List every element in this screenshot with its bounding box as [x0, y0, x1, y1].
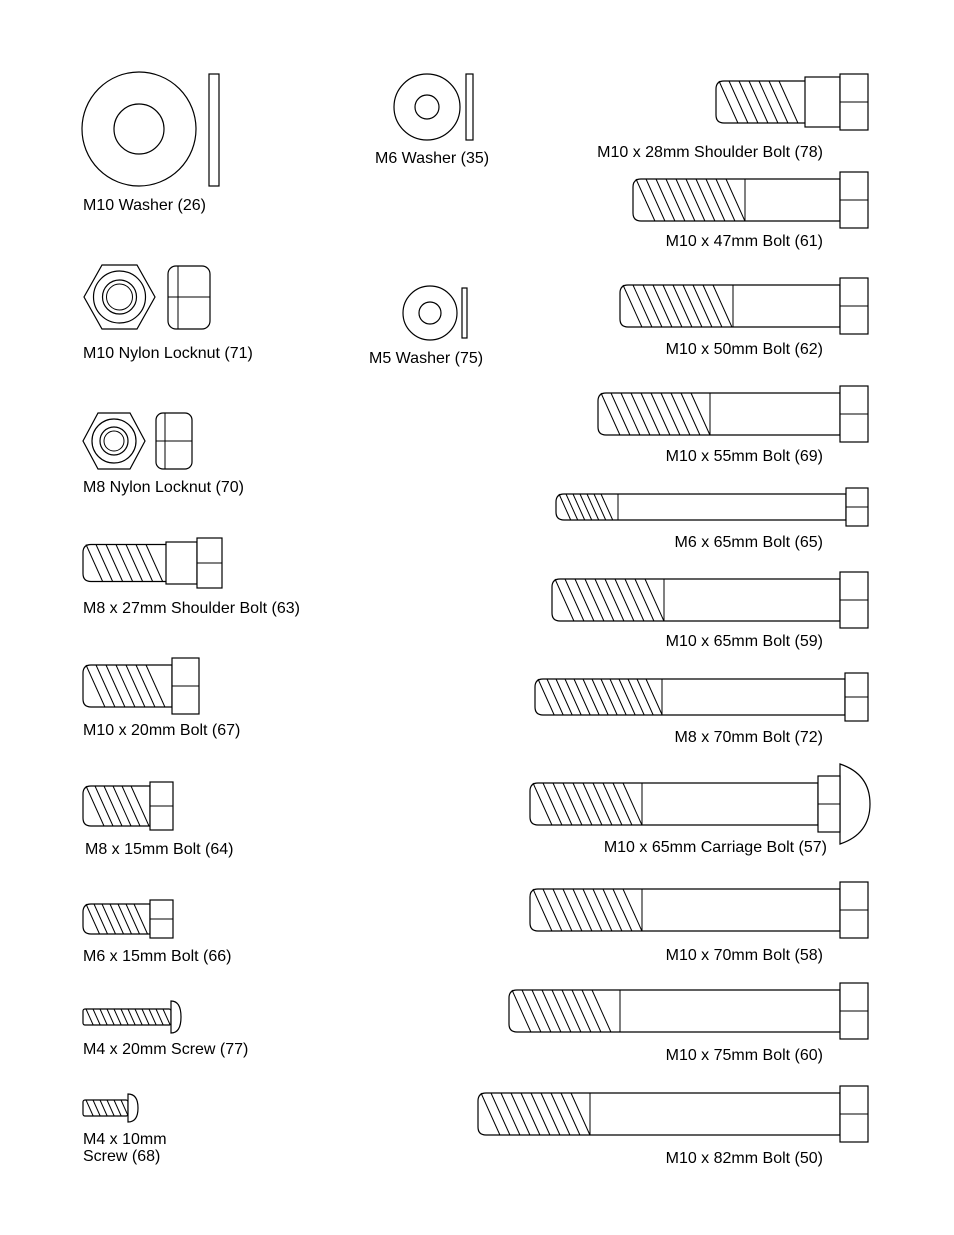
- bolt-67-label: M10 x 20mm Bolt (67): [83, 722, 241, 739]
- screw-68-label-line1: M4 x 10mm: [83, 1131, 167, 1148]
- bolt-69-label: M10 x 55mm Bolt (69): [665, 448, 823, 465]
- bolt-61-drawing: [632, 171, 869, 229]
- bolt-67-drawing: [82, 657, 200, 715]
- bolt-62-drawing: [619, 277, 869, 335]
- locknut-71-drawing: [83, 264, 211, 330]
- locknut-71-label: M10 Nylon Locknut (71): [83, 345, 253, 362]
- washer-26-drawing: [81, 71, 220, 187]
- bolt-63-drawing: [82, 537, 223, 589]
- bolt-66-drawing: [82, 899, 174, 939]
- screw-68-label-line2: Screw (68): [83, 1148, 161, 1165]
- locknut-70-drawing: [82, 412, 193, 470]
- locknut-70-label: M8 Nylon Locknut (70): [83, 479, 244, 496]
- bolt-57-drawing: [529, 763, 871, 845]
- bolt-78-drawing: [715, 73, 869, 131]
- bolt-72-drawing: [534, 672, 869, 722]
- bolt-72-label: M8 x 70mm Bolt (72): [674, 729, 823, 746]
- bolt-57-label: M10 x 65mm Carriage Bolt (57): [603, 839, 827, 856]
- screw-77-label: M4 x 20mm Screw (77): [83, 1041, 249, 1058]
- washer-35-label: M6 Washer (35): [375, 150, 490, 167]
- bolt-58-drawing: [529, 881, 869, 939]
- washer-75-drawing: [402, 285, 468, 341]
- screw-77-drawing: [82, 1000, 182, 1034]
- bolt-61-label: M10 x 47mm Bolt (61): [665, 233, 823, 250]
- bolt-50-label: M10 x 82mm Bolt (50): [665, 1150, 823, 1167]
- bolt-65-drawing: [555, 487, 869, 527]
- washer-75-label: M5 Washer (75): [369, 350, 484, 367]
- bolt-drawings: [82, 73, 871, 1143]
- bolt-69-drawing: [597, 385, 869, 443]
- bolt-78-label: M10 x 28mm Shoulder Bolt (78): [597, 144, 823, 161]
- washer-35-drawing: [393, 73, 474, 141]
- bolt-63-label: M8 x 27mm Shoulder Bolt (63): [83, 600, 300, 617]
- bolt-60-drawing: [508, 982, 869, 1040]
- bolt-50-drawing: [477, 1085, 869, 1143]
- bolt-58-label: M10 x 70mm Bolt (58): [665, 947, 823, 964]
- bolt-62-label: M10 x 50mm Bolt (62): [665, 341, 823, 358]
- washer-26-label: M10 Washer (26): [83, 197, 206, 214]
- screw-68-drawing: [82, 1093, 139, 1123]
- bolt-59-label: M10 x 65mm Bolt (59): [665, 633, 823, 650]
- bolt-64-label: M8 x 15mm Bolt (64): [85, 841, 234, 858]
- bolt-65-label: M6 x 65mm Bolt (65): [674, 534, 823, 551]
- bolt-60-label: M10 x 75mm Bolt (60): [665, 1047, 823, 1064]
- bolt-66-label: M6 x 15mm Bolt (66): [83, 948, 232, 965]
- bolt-64-drawing: [82, 781, 174, 831]
- bolt-59-drawing: [551, 571, 869, 629]
